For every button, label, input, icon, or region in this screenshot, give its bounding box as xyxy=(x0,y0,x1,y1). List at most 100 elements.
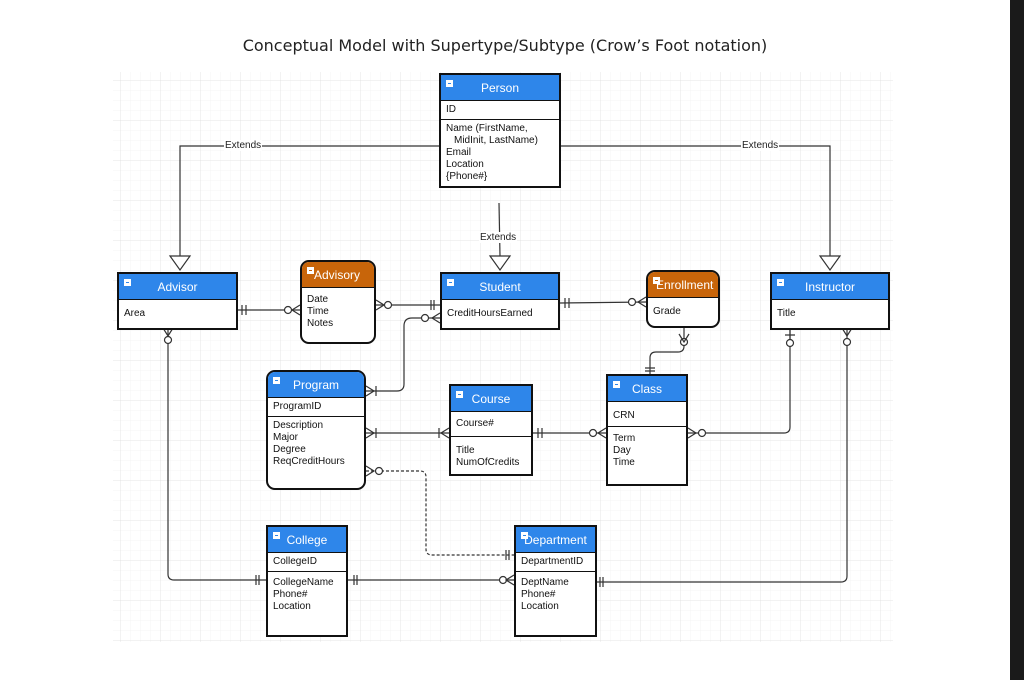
enrollment-class-line xyxy=(649,328,685,374)
collapse-icon[interactable] xyxy=(307,267,314,274)
attribute: Term xyxy=(613,433,636,444)
attribute: CreditHoursEarned xyxy=(447,308,533,319)
attribute-section: Grade xyxy=(648,298,718,321)
advisory-optional-circle xyxy=(283,305,293,315)
extends-label-student: Extends xyxy=(479,232,518,243)
attribute: MidInit, LastName) xyxy=(454,135,538,146)
attribute: CollegeID xyxy=(273,556,317,567)
entity-student[interactable]: Student CreditHoursEarned xyxy=(440,272,560,330)
extends-label-instructor: Extends xyxy=(741,140,780,151)
collapse-icon[interactable] xyxy=(447,279,454,286)
entity-title: Person xyxy=(480,80,520,95)
attribute: DepartmentID xyxy=(521,556,584,567)
diagram-title: Conceptual Model with Supertype/Subtype … xyxy=(242,36,768,55)
class-instructor-line xyxy=(688,328,791,434)
attribute: Location xyxy=(521,601,559,612)
attribute: CollegeName xyxy=(273,577,334,588)
collapse-icon[interactable] xyxy=(446,80,453,87)
entity-title: Instructor xyxy=(804,279,855,294)
entity-title: Enrollment xyxy=(656,277,714,292)
attribute: ID xyxy=(446,104,456,115)
extends-label-advisor: Extends xyxy=(224,140,263,151)
instructor-department-line xyxy=(597,328,848,583)
attribute-section: Description Major Degree ReqCreditHours xyxy=(268,416,364,471)
entity-title: Course xyxy=(471,391,511,406)
key-section: CollegeID xyxy=(268,553,346,571)
attribute: Course# xyxy=(456,418,494,429)
attribute: DeptName xyxy=(521,577,569,588)
entity-title: Department xyxy=(524,532,587,547)
extends-instructor-arrow xyxy=(818,255,842,272)
attribute: Title xyxy=(777,308,796,319)
window-edge-bar xyxy=(1010,0,1024,680)
attribute: Phone# xyxy=(521,589,556,600)
attribute: Notes xyxy=(307,318,334,329)
attribute-section: Title xyxy=(772,300,888,328)
key-section: ProgramID xyxy=(268,398,364,416)
entity-department[interactable]: Department DepartmentID DeptName Phone# … xyxy=(514,525,597,637)
entity-title: Advisory xyxy=(314,267,361,282)
key-section: ID xyxy=(441,101,559,119)
attribute: Name (FirstName, xyxy=(446,123,528,134)
attribute: {Phone#} xyxy=(446,171,488,182)
attribute: Description xyxy=(273,420,324,431)
student-program-line xyxy=(366,317,440,392)
attribute: Date xyxy=(307,294,329,305)
attribute-section: CreditHoursEarned xyxy=(442,300,558,328)
attribute-section: DeptName Phone# Location xyxy=(516,571,595,616)
connectors xyxy=(162,145,853,587)
attribute: Grade xyxy=(653,306,681,317)
key-section: CRN xyxy=(608,402,686,426)
attribute-section: CollegeName Phone# Location xyxy=(268,571,346,616)
collapse-icon[interactable] xyxy=(653,277,660,284)
entity-college[interactable]: College CollegeID CollegeName Phone# Loc… xyxy=(266,525,348,637)
entity-course[interactable]: Course Course# Title NumOfCredits xyxy=(449,384,533,476)
collapse-icon[interactable] xyxy=(273,532,280,539)
collapse-icon[interactable] xyxy=(124,279,131,286)
advisory-crow-foot xyxy=(290,304,301,316)
entity-title: Class xyxy=(631,381,662,396)
advisor-one-mark xyxy=(241,305,247,315)
attribute: Area xyxy=(124,308,146,319)
attribute: ProgramID xyxy=(273,401,322,412)
attribute-section: Name (FirstName, MidInit, LastName) Emai… xyxy=(441,119,559,186)
attribute: Day xyxy=(613,445,631,456)
attribute-section: Area xyxy=(119,300,236,328)
attribute: Time xyxy=(307,306,329,317)
attribute: Location xyxy=(446,159,484,170)
attribute-section: Date Time Notes xyxy=(302,288,374,333)
student-one-mark xyxy=(430,300,435,310)
extends-advisor-line xyxy=(179,145,440,256)
entity-program[interactable]: Program ProgramID Description Major Degr… xyxy=(266,370,366,490)
entity-title: Student xyxy=(479,279,521,294)
entity-title: Advisor xyxy=(157,279,198,294)
attribute: Time xyxy=(613,457,635,468)
entity-advisory[interactable]: Advisory Date Time Notes xyxy=(300,260,376,344)
attribute: Location xyxy=(273,601,311,612)
attribute: Title xyxy=(456,445,475,456)
attribute: Major xyxy=(273,432,299,443)
attribute: CRN xyxy=(613,410,635,421)
collapse-icon[interactable] xyxy=(777,279,784,286)
attribute-section: Term Day Time xyxy=(608,426,686,472)
advisor-college-line xyxy=(167,328,266,581)
attribute-section: Title NumOfCredits xyxy=(451,436,531,472)
collapse-icon[interactable] xyxy=(613,381,620,388)
collapse-icon[interactable] xyxy=(521,532,528,539)
extends-student-arrow xyxy=(488,255,512,272)
program-department-line xyxy=(366,470,514,556)
collapse-icon[interactable] xyxy=(273,377,280,384)
extends-instructor-line xyxy=(561,145,831,256)
extends-advisor-arrow xyxy=(168,255,192,272)
key-section: DepartmentID xyxy=(516,553,595,571)
key-section: Course# xyxy=(451,412,531,436)
entity-class[interactable]: Class CRN Term Day Time xyxy=(606,374,688,486)
entity-instructor[interactable]: Instructor Title xyxy=(770,272,890,330)
attribute: ReqCreditHours xyxy=(273,456,345,467)
attribute: Phone# xyxy=(273,589,308,600)
collapse-icon[interactable] xyxy=(456,391,463,398)
entity-enrollment[interactable]: Enrollment Grade xyxy=(646,270,720,328)
entity-advisor[interactable]: Advisor Area xyxy=(117,272,238,330)
entity-person[interactable]: Person ID Name (FirstName, MidInit, Last… xyxy=(439,73,561,188)
entity-title: College xyxy=(286,532,328,547)
